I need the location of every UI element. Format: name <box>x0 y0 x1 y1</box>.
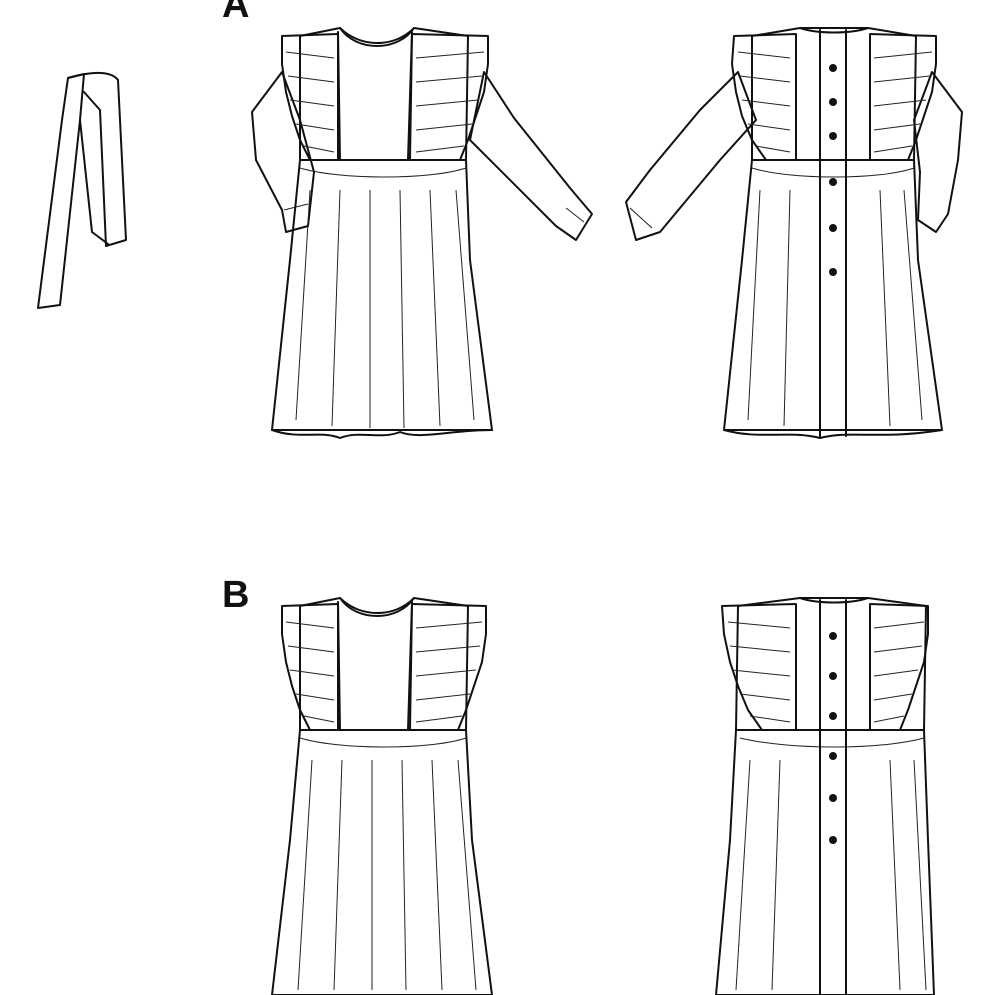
left-sleeve-back <box>625 71 757 241</box>
dress-a-front <box>251 27 593 439</box>
sash-tie <box>37 72 127 309</box>
left-sleeve <box>251 71 315 233</box>
right-sleeve-back <box>913 71 963 233</box>
right-sleeve <box>469 71 593 241</box>
view-b-label: B <box>222 574 250 616</box>
dress-b-front <box>271 597 493 995</box>
dress-b-back <box>715 597 935 995</box>
view-a-label: A <box>222 0 250 26</box>
dress-a-back <box>625 27 963 439</box>
